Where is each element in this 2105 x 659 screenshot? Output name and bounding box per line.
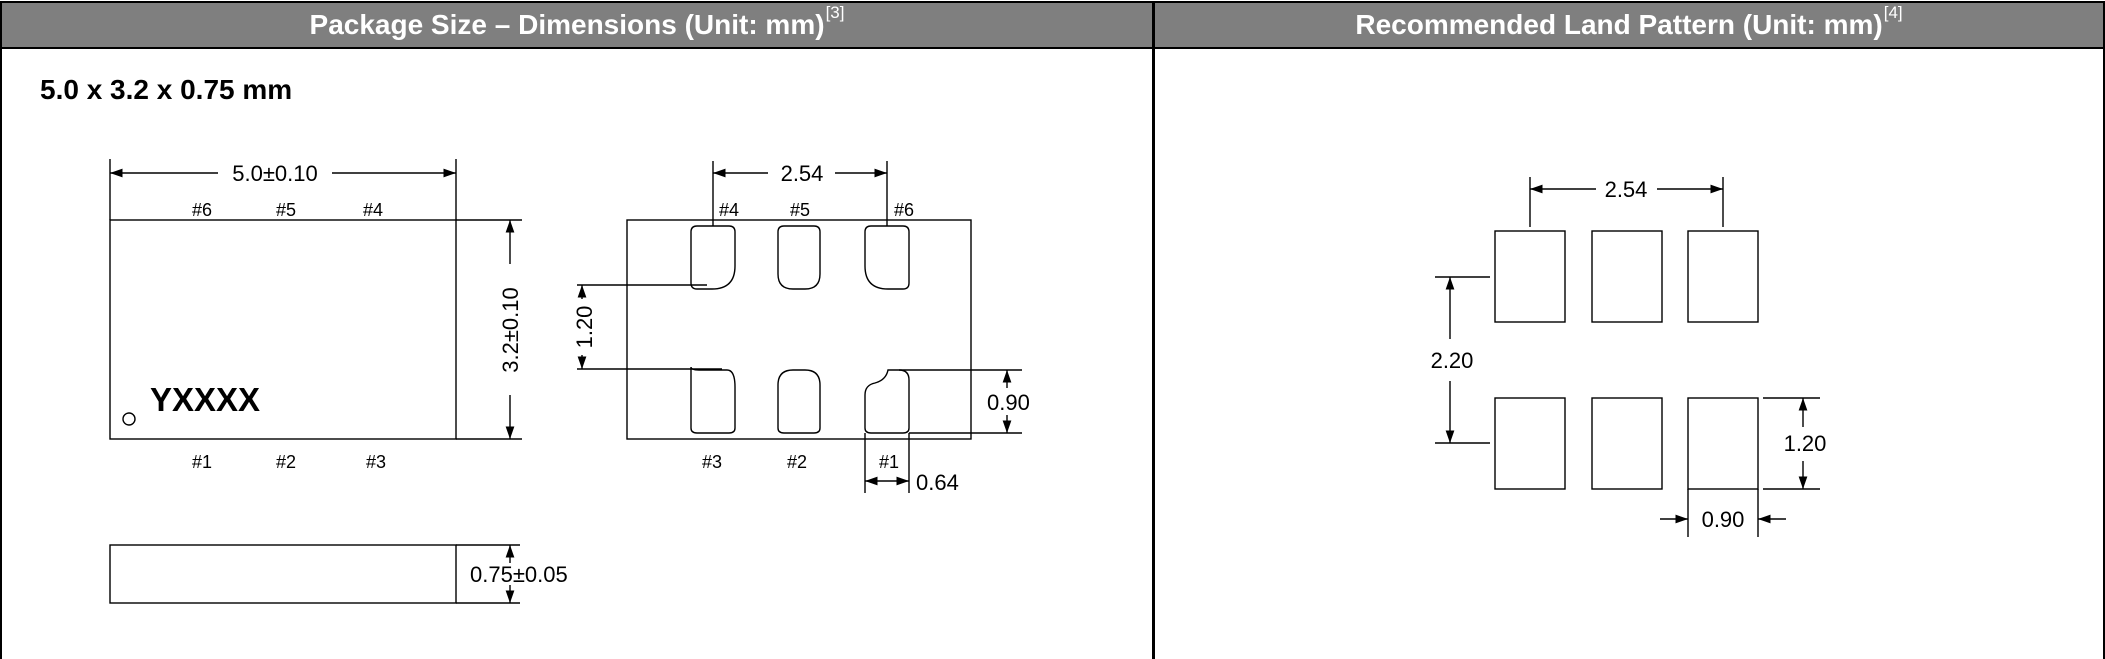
land-pad: [1494, 230, 1566, 323]
top-pin-label: #5: [276, 200, 296, 220]
bottom-view-top-pin: #6: [894, 200, 914, 220]
top-view-body: [109, 219, 457, 440]
frame-right: [2103, 1, 2105, 659]
bottom-pin-label: #1: [192, 452, 212, 472]
header-land-pattern: Recommended Land Pattern (Unit: mm)[4]: [1155, 3, 2103, 47]
land-pad: [1591, 230, 1663, 323]
pad-width-label: 0.64: [916, 470, 959, 495]
land-pad: [1687, 397, 1759, 490]
top-pin-label: #4: [363, 200, 383, 220]
land-pad: [1687, 230, 1759, 323]
land-pattern-drawing: 2.54 2.20 1.20 0.90: [1431, 177, 1827, 537]
pad-2: [777, 369, 821, 434]
bottom-view-body: [626, 219, 972, 440]
pad-height-label: 0.90: [987, 390, 1030, 415]
bottom-view-bottom-pin: #3: [702, 452, 722, 472]
land-pad-height-label: 1.20: [1784, 431, 1827, 456]
width-label: 5.0±0.10: [232, 161, 317, 186]
frame-header-bottom: [0, 47, 2105, 49]
pad-6: [864, 225, 910, 290]
land-pad: [1591, 397, 1663, 490]
frame-top: [0, 1, 2105, 3]
package-size-title: 5.0 x 3.2 x 0.75 mm: [40, 74, 293, 105]
frame-divider: [1152, 1, 1155, 659]
header-package-size-text: Package Size – Dimensions (Unit: mm): [309, 9, 825, 40]
header-land-pattern-ref: [4]: [1883, 3, 1903, 22]
top-pin-label: #6: [192, 200, 212, 220]
frame-left: [0, 1, 2, 659]
bottom-pin-label: #3: [366, 452, 386, 472]
pad-1: [864, 369, 910, 434]
header-package-size: Package Size – Dimensions (Unit: mm)[3]: [2, 3, 1152, 47]
bottom-view-top-pin: #5: [790, 200, 810, 220]
bottom-pin-label: #2: [276, 452, 296, 472]
header-land-pattern-text: Recommended Land Pattern (Unit: mm): [1355, 9, 1883, 40]
bottom-view-top-pin: #4: [719, 200, 739, 220]
header-package-size-ref: [3]: [825, 3, 845, 22]
side-view-body: [109, 544, 457, 604]
bottom-pitch-label: 2.54: [781, 161, 824, 186]
land-row-spacing-label: 2.20: [1431, 348, 1474, 373]
thickness-label: 0.75±0.05: [470, 562, 568, 587]
height-label: 3.2±0.10: [498, 287, 523, 372]
pad-5: [777, 225, 821, 290]
land-pad-width-label: 0.90: [1702, 507, 1745, 532]
pad-4: [690, 225, 736, 290]
pad-3: [690, 366, 736, 434]
land-pitch-label: 2.54: [1605, 177, 1648, 202]
bottom-view-bottom-pin: #2: [787, 452, 807, 472]
package-marking: YXXXX: [150, 381, 260, 418]
land-pad: [1494, 397, 1566, 490]
pin1-mark: [122, 412, 136, 426]
bottom-view-bottom-pin: #1: [879, 452, 899, 472]
pad-gap-label: 1.20: [572, 306, 597, 349]
package-drawings: YXXXX 5.0±0.10 3.2±0.10 #6 #5 #4 #1 #2 #…: [109, 159, 1030, 604]
